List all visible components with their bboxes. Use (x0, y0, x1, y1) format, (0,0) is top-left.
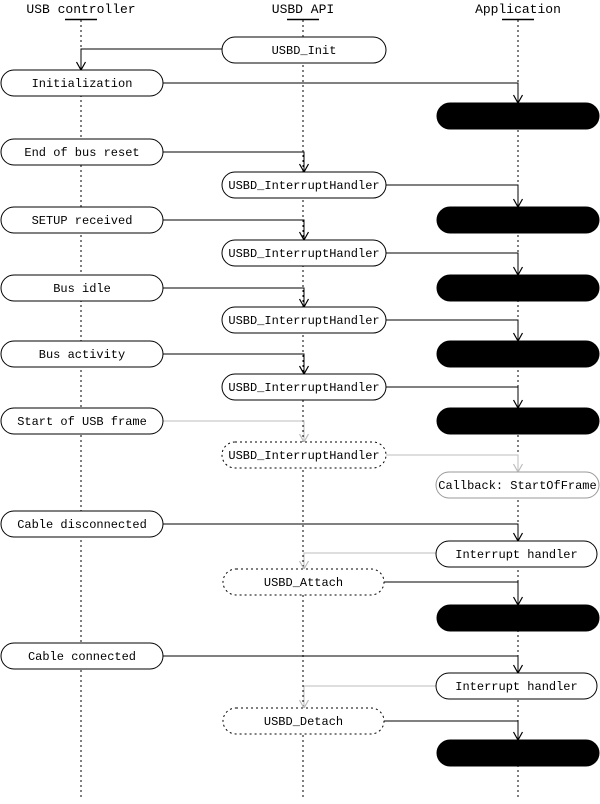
node-usbd-detach (222, 707, 385, 735)
column-header-application: Application (475, 2, 561, 17)
node-usbd-attach (222, 568, 385, 596)
column-header-usbd-api: USBD API (272, 2, 334, 17)
connector-usbd-attach-to-callback-suspend (384, 581, 519, 605)
connector-bus-activity-to-ih4 (163, 353, 305, 374)
connector-cable-connected-to-interrupt2 (163, 655, 519, 673)
node-label-usbd-init: USBD_Init (272, 44, 337, 58)
node-usbd-interrupthandler-5 (221, 441, 387, 469)
node-label-start-of-usb-frame: Start of USB frame (17, 415, 147, 429)
connector-bus-idle-to-ih3 (163, 287, 305, 307)
connector-usbd-init-to-initialization (80, 48, 222, 70)
node-interrupt-handler-2 (435, 672, 598, 700)
node-cable-connected (0, 642, 164, 670)
node-label-bus-idle: Bus idle (53, 282, 111, 296)
column-header-usb-controller: USB controller (26, 2, 135, 17)
node-label-cable-connected: Cable connected (28, 650, 136, 664)
node-callback-suspend-2 (436, 604, 600, 632)
connector-end-of-bus-reset-to-ih1 (163, 151, 305, 172)
connector-usbd-detach-to-callback-resume (384, 720, 519, 740)
node-label-callback-suspend-1: Callback: Suspend (457, 348, 579, 362)
node-usbd-interrupthandler-4 (221, 373, 387, 401)
connector-interrupt2-to-usbd-detach (303, 685, 436, 708)
node-start-of-usb-frame (0, 407, 164, 435)
connector-ih4-to-callback-resume (386, 386, 519, 408)
node-label-bus-activity: Bus activity (39, 348, 125, 362)
node-usbd-interrupthandler-2 (221, 239, 387, 267)
connector-ih2-to-callback-newrequest (386, 252, 519, 275)
node-label-cable-disconnected: Cable disconnected (17, 518, 147, 532)
node-label-callback-reset: Callback: Reset (464, 214, 572, 228)
node-label-usbd-interrupthandler-5: USBD_InterruptHandler (228, 449, 379, 463)
node-label-setup-received: SETUP received (32, 214, 133, 228)
node-label-usbd-attach: USBD_Attach (264, 576, 343, 590)
node-interrupt-handler-1 (435, 540, 598, 568)
connector-initialization-to-callback-init (163, 82, 519, 103)
connector-start-of-usb-frame-to-ih5 (163, 420, 305, 442)
node-label-usbd-interrupthandler-1: USBD_InterruptHandler (228, 179, 379, 193)
node-label-callback-newrequest: Callback: NewRequest (446, 282, 590, 296)
node-callback-startofframe (435, 471, 600, 499)
node-label-usbd-detach: USBD_Detach (264, 715, 343, 729)
node-usbd-interrupthandler-3 (221, 306, 387, 334)
connector-cable-disconnected-to-interrupt1 (163, 523, 519, 541)
connector-ih3-to-callback-suspend (386, 319, 519, 341)
node-bus-activity (0, 340, 164, 368)
node-callback-newrequest (436, 274, 600, 302)
node-callback-init (436, 102, 600, 130)
node-callback-resume-1 (436, 407, 600, 435)
node-label-interrupt-handler-1: Interrupt handler (455, 548, 577, 562)
node-end-of-bus-reset (0, 138, 164, 166)
node-label-callback-resume-2: Callback: Resume (460, 747, 575, 761)
connector-setup-received-to-ih2 (163, 219, 305, 240)
node-usbd-interrupthandler-1 (221, 171, 387, 199)
node-label-initialization: Initialization (32, 77, 133, 91)
node-label-usbd-interrupthandler-2: USBD_InterruptHandler (228, 247, 379, 261)
connector-ih1-to-callback-reset (386, 184, 519, 207)
node-label-callback-suspend-2: Callback: Suspend (457, 612, 579, 626)
node-setup-received (0, 206, 164, 234)
node-label-callback-init: Callback: Init (468, 110, 569, 124)
node-usbd-init (221, 36, 387, 64)
node-label-callback-resume-1: Callback: Resume (460, 415, 575, 429)
node-initialization (0, 69, 164, 97)
node-callback-resume-2 (436, 739, 600, 767)
node-bus-idle (0, 274, 164, 302)
connector-interrupt1-to-usbd-attach (303, 552, 436, 569)
node-label-end-of-bus-reset: End of bus reset (24, 146, 139, 160)
connector-ih5-to-callback-startofframe (386, 454, 519, 472)
node-callback-suspend-1 (436, 340, 600, 368)
node-label-usbd-interrupthandler-4: USBD_InterruptHandler (228, 381, 379, 395)
node-label-interrupt-handler-2: Interrupt handler (455, 680, 577, 694)
node-cable-disconnected (0, 510, 164, 538)
node-label-usbd-interrupthandler-3: USBD_InterruptHandler (228, 314, 379, 328)
node-callback-reset (436, 206, 600, 234)
node-label-callback-startofframe: Callback: StartOfFrame (438, 479, 596, 493)
